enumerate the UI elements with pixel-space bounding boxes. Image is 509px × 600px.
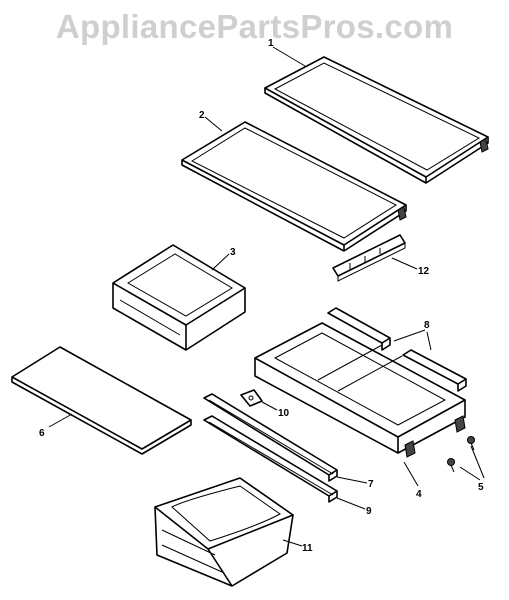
leader-1: [272, 46, 306, 67]
callout-8: 8: [424, 320, 430, 331]
part-3-dairy-bin: [112, 244, 246, 351]
callout-9: 9: [366, 506, 372, 517]
part-8-crisper-rail-front: [402, 349, 467, 392]
leader-12: [391, 257, 418, 270]
callout-7: 7: [368, 479, 374, 490]
leader-5b: [459, 466, 481, 481]
leader-4: [403, 461, 419, 487]
callout-10: 10: [278, 408, 290, 419]
callout-4: 4: [416, 489, 422, 500]
watermark-text: AppliancePartsPros.com: [55, 8, 454, 45]
part-11-crisper-drawer: [154, 477, 294, 587]
leader-11: [282, 539, 303, 547]
part-10-bracket: [240, 389, 263, 407]
part-1-glass-shelf: [264, 56, 489, 184]
part-7-long-rail: [203, 393, 338, 482]
callout-11: 11: [302, 543, 313, 554]
leader-3: [211, 253, 230, 271]
leader-7: [336, 476, 368, 484]
part-8-crisper-rail-rear: [327, 307, 391, 351]
leader-9: [336, 497, 366, 510]
leader-10: [261, 401, 278, 411]
part-6-glass-panel: [11, 346, 192, 455]
leader-5a: [470, 445, 485, 479]
callout-6: 6: [39, 428, 45, 439]
leader-2: [204, 116, 223, 132]
callout-12: 12: [418, 266, 430, 277]
callout-5: 5: [478, 482, 484, 493]
part-2-glass-shelf: [181, 121, 407, 252]
leader-8a: [393, 329, 426, 342]
leader-6: [48, 413, 73, 428]
callout-1: 1: [268, 38, 274, 49]
part-5-screws: [447, 436, 475, 473]
leader-8b: [426, 331, 432, 351]
callout-2: 2: [199, 110, 205, 121]
part-9-long-rail: [203, 415, 338, 503]
part-12-support-rail: [332, 234, 406, 282]
callout-3: 3: [230, 247, 236, 258]
part-4-crisper-cover-frame: [254, 322, 466, 458]
